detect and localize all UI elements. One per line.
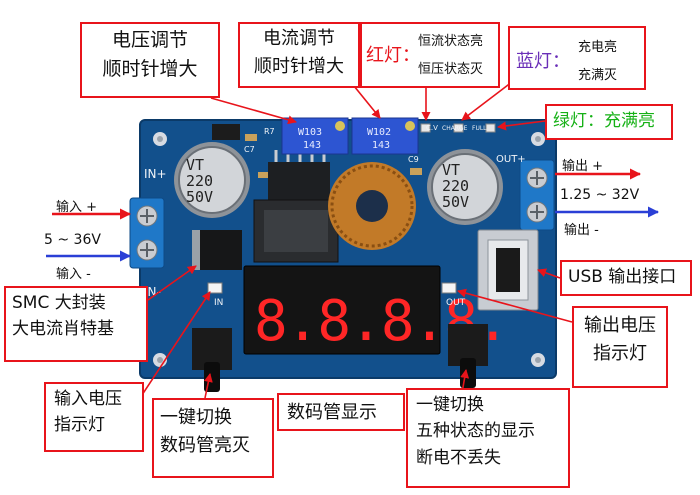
voltage-pot-sub: 143 xyxy=(303,140,321,151)
input-capacitor: VT 220 50V xyxy=(174,142,250,218)
usb-output-callout: USB 输出接口 xyxy=(560,260,692,296)
leader-blue-led xyxy=(461,81,513,121)
silk-full: FULL xyxy=(472,125,487,132)
silk-c9: C9 xyxy=(408,155,419,164)
input-capacitor-text-1: VT xyxy=(186,156,204,174)
silk-c7: C7 xyxy=(244,145,255,154)
current-adjust-callout: 电流调节 顺时针增大 xyxy=(238,22,360,88)
mode-switch-line-3: 断电不丢失 xyxy=(416,447,501,468)
silk-out-plus: OUT+ xyxy=(496,154,526,165)
smc-diode-callout: SMC 大封装 大电流肖特基 xyxy=(4,286,148,362)
silk-cv: C.V xyxy=(426,124,438,132)
input-terminal-block xyxy=(129,197,165,269)
regulator-ic xyxy=(253,150,339,263)
current-pot-code: W102 xyxy=(367,127,391,138)
input-indicator-callout: 输入电压 指示灯 xyxy=(44,382,144,452)
leader-output-led xyxy=(457,288,573,323)
red-led-line-1: 恒流状态亮 xyxy=(418,34,484,49)
usb-output-text: USB 输出接口 xyxy=(568,267,677,287)
leader-display-toggle xyxy=(203,373,213,399)
display-text: 数码管显示 xyxy=(287,402,377,423)
silk-in-plus: IN+ xyxy=(144,167,167,181)
input-range-label: 5 ~ 36V xyxy=(44,232,101,248)
blue-led-title: 蓝灯： xyxy=(516,51,570,72)
input-indicator-line-2: 指示灯 xyxy=(54,415,105,436)
smc-diode-line-1: SMC 大封装 xyxy=(12,293,106,313)
output-terminal-block xyxy=(519,159,555,231)
leader-current xyxy=(353,85,381,119)
seven-segment-display: 8.8.8.8. xyxy=(243,265,510,355)
usb-port xyxy=(477,229,539,311)
red-led-callout: 红灯： 恒流状态亮 恒压状态灭 xyxy=(360,22,500,88)
toroid-inductor xyxy=(328,162,416,250)
leader-smc xyxy=(147,265,197,301)
leader-input-led xyxy=(139,291,211,399)
leader-voltage xyxy=(210,97,297,125)
smc-diode xyxy=(192,230,242,270)
display-toggle-line-2: 数码管亮灭 xyxy=(160,434,250,456)
leader-usb xyxy=(537,268,561,279)
voltage-pot-code: W103 xyxy=(298,127,322,138)
silk-r7: R7 xyxy=(264,127,275,136)
input-capacitor-text-3: 50V xyxy=(186,188,213,206)
smc-diode-line-2: 大电流肖特基 xyxy=(12,319,114,340)
input-led xyxy=(207,282,223,294)
silk-in-minus: IN- xyxy=(144,285,161,299)
display-toggle-line-1: 一键切换 xyxy=(160,407,232,428)
green-led-callout: 绿灯：充满亮 xyxy=(545,104,673,140)
display-toggle-switch xyxy=(192,328,232,392)
output-led xyxy=(441,282,457,294)
display-callout: 数码管显示 xyxy=(277,393,405,431)
blue-led-line-1: 充电亮 xyxy=(578,40,618,55)
mode-switch-line-2: 五种状态的显示 xyxy=(416,421,535,442)
voltage-potentiometer: W103 143 xyxy=(281,117,349,155)
leader-green-led xyxy=(497,120,546,131)
voltage-adjust-callout: 电压调节 顺时针增大 xyxy=(80,22,220,98)
output-indicator-callout: 输出电压 指示灯 xyxy=(572,306,668,388)
mode-switch-callout: 一键切换 五种状态的显示 断电不丢失 xyxy=(406,388,570,488)
output-indicator-line-1: 输出电压 xyxy=(584,315,656,336)
input-indicator-line-1: 输入电压 xyxy=(54,389,122,409)
current-pot-sub: 143 xyxy=(372,140,390,151)
current-adjust-line-2: 顺时针增大 xyxy=(254,55,344,77)
current-adjust-line-1: 电流调节 xyxy=(263,28,335,49)
output-range-label: 1.25 ~ 32V xyxy=(560,187,640,203)
input-plus-label: 输入 + xyxy=(56,200,98,215)
output-capacitor: VT 220 50V xyxy=(427,149,503,225)
output-capacitor-text-1: VT xyxy=(442,161,460,179)
display-toggle-callout: 一键切换 数码管亮灭 xyxy=(152,398,274,478)
silk-in: IN xyxy=(214,298,223,308)
input-capacitor-text-2: 220 xyxy=(186,172,213,190)
voltage-adjust-line-2: 顺时针增大 xyxy=(102,58,198,81)
blue-led-callout: 蓝灯： 充电亮 充满灭 xyxy=(508,26,646,90)
output-minus-label: 输出 - xyxy=(564,223,599,238)
red-led-line-2: 恒压状态灭 xyxy=(418,62,484,77)
green-led-text: 绿灯：充满亮 xyxy=(553,111,655,131)
output-capacitor-text-2: 220 xyxy=(442,177,469,195)
output-capacitor-text-3: 50V xyxy=(442,193,469,211)
voltage-adjust-line-1: 电压调节 xyxy=(111,29,188,51)
blue-led-line-2: 充满灭 xyxy=(578,68,618,83)
output-indicator-line-2: 指示灯 xyxy=(593,342,647,364)
output-plus-label: 输出 + xyxy=(562,159,604,174)
status-leds xyxy=(420,123,496,133)
silk-out: OUT xyxy=(446,298,466,308)
input-minus-label: 输入 - xyxy=(56,267,91,282)
current-potentiometer: W102 143 xyxy=(351,117,419,155)
silk-charge: CHARGE xyxy=(442,125,468,132)
mode-switch-line-1: 一键切换 xyxy=(416,395,484,415)
red-led-title: 红灯： xyxy=(366,45,420,66)
